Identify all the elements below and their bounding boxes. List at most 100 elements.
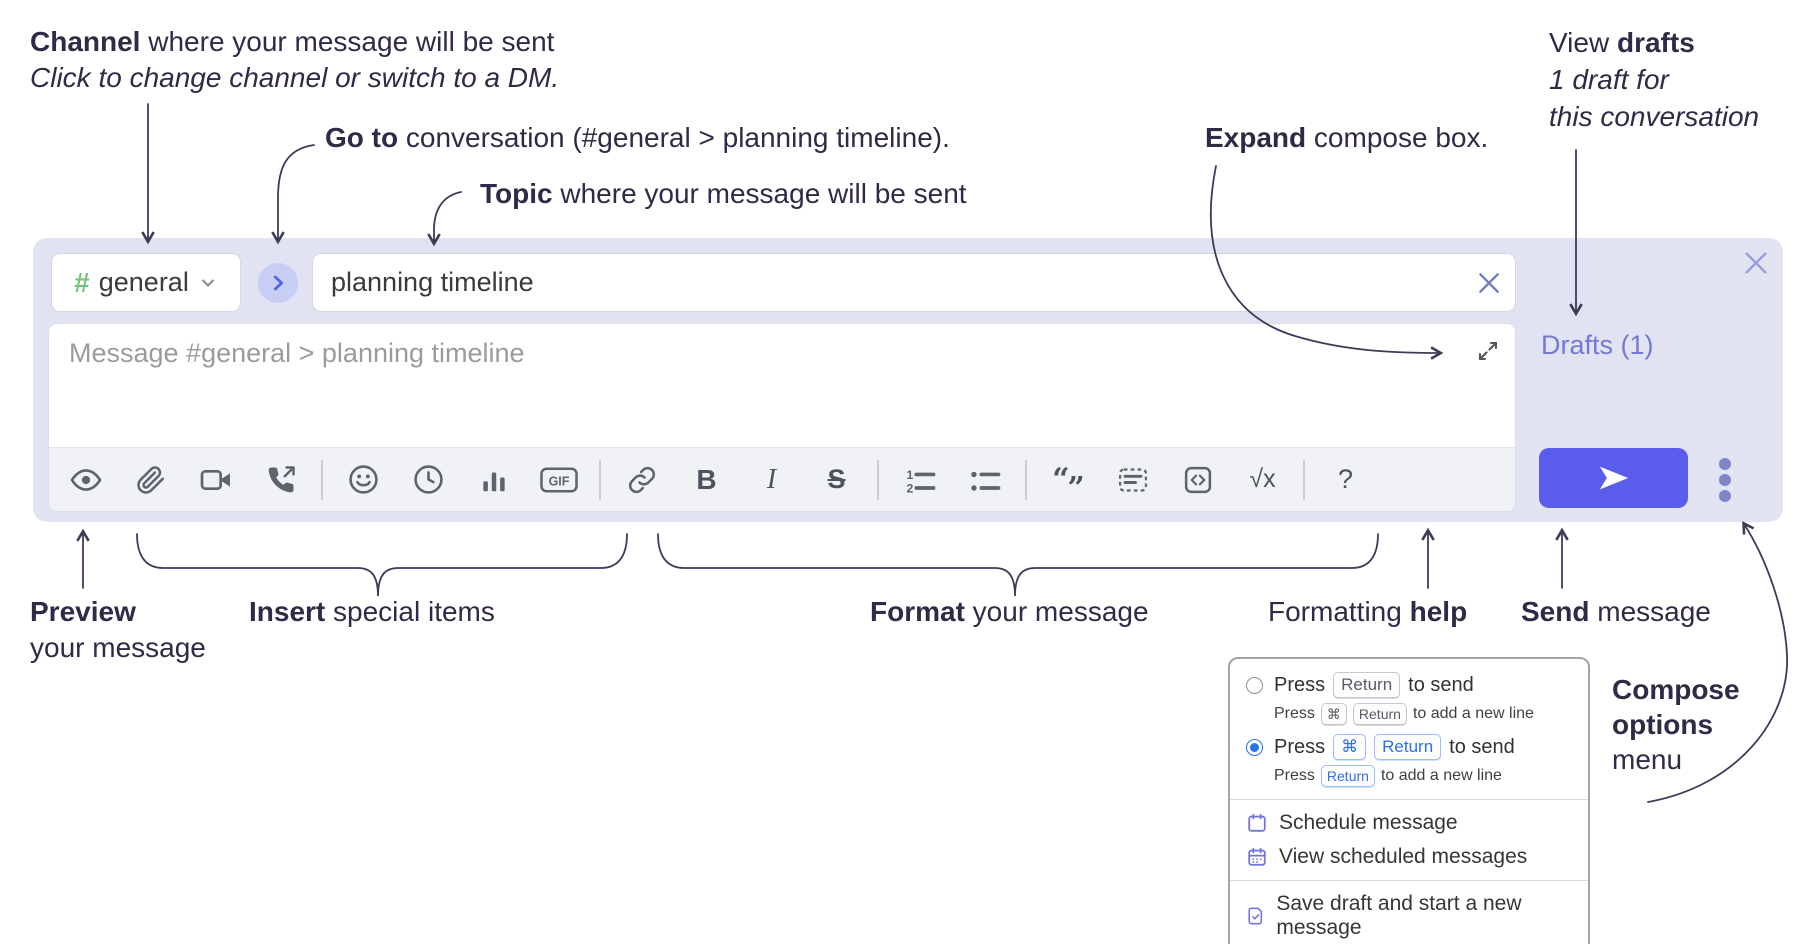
cmd-key: ⌘: [1320, 703, 1347, 725]
popup-divider: [1230, 880, 1588, 881]
annotation-goto: Go to conversation (#general > planning …: [325, 122, 950, 153]
math-icon: √x: [1249, 465, 1276, 493]
expand-compose-button[interactable]: [1475, 338, 1501, 364]
toolbar-divider: [321, 459, 323, 500]
menu-item-schedule-message[interactable]: Schedule message: [1230, 806, 1588, 840]
preview-button[interactable]: [53, 452, 118, 508]
svg-text:GIF: GIF: [548, 474, 569, 488]
annotation-insert: Insert special items: [249, 596, 495, 627]
smiley-icon: [349, 465, 378, 494]
toolbar-divider: [599, 459, 601, 500]
return-key: Return: [1352, 703, 1407, 725]
compose-options-button[interactable]: [1710, 456, 1740, 504]
send-button[interactable]: [1539, 448, 1688, 508]
message-input[interactable]: [49, 324, 1515, 448]
popup-divider: [1230, 799, 1588, 800]
radio-dot: [1250, 742, 1259, 752]
quote-icon: “”: [1052, 462, 1085, 506]
numbered-list-icon: 1 2: [906, 467, 935, 495]
channel-hash-icon: #: [74, 266, 90, 298]
brace-insert: [136, 533, 628, 597]
send-shortcut-option-2[interactable]: Press ⌘ Return to send: [1230, 731, 1588, 763]
bold-button[interactable]: B: [674, 452, 739, 508]
italic-icon: I: [766, 463, 777, 495]
channel-name: general: [98, 267, 189, 297]
paperclip-icon: [136, 465, 164, 494]
spoiler-button[interactable]: [1100, 452, 1165, 508]
send-shortcut-option-1-hint: Press ⌘ Return to add a new line: [1230, 701, 1588, 731]
code-button[interactable]: [1165, 452, 1230, 508]
drafts-link[interactable]: Drafts (1): [1541, 330, 1654, 360]
expand-icon: [1478, 341, 1498, 361]
close-icon: [1479, 273, 1499, 293]
cmd-key: ⌘: [1333, 734, 1367, 760]
svg-text:2: 2: [906, 481, 913, 495]
bar-chart-icon: [482, 472, 505, 491]
attach-file-button[interactable]: [118, 452, 183, 508]
voice-call-button[interactable]: [248, 452, 313, 508]
line-goto: [271, 144, 315, 245]
go-to-conversation-button[interactable]: [258, 263, 298, 303]
topic-input[interactable]: [312, 253, 1516, 312]
bold-icon: B: [696, 463, 717, 495]
poll-button[interactable]: [461, 452, 526, 508]
video-call-button[interactable]: [183, 452, 248, 508]
toolbar-divider: [1025, 459, 1027, 500]
draft-check-icon: [1248, 907, 1263, 925]
math-button[interactable]: √x: [1230, 452, 1295, 508]
eye-icon: [69, 468, 102, 491]
bulleted-list-button[interactable]: [952, 452, 1017, 508]
spoiler-icon: [1118, 467, 1147, 492]
menu-item-save-draft-new-message[interactable]: Save draft and start a new message: [1230, 887, 1588, 944]
channel-selector[interactable]: # general: [51, 253, 241, 312]
topic-field-wrap: [312, 253, 1516, 312]
annotation-view-drafts: View drafts 1 draft for this conversatio…: [1549, 27, 1760, 132]
calendar-icon: [1248, 813, 1266, 832]
send-icon: [1599, 466, 1628, 490]
compose-box: # general: [33, 238, 1783, 522]
clear-topic-button[interactable]: [1474, 268, 1504, 298]
return-key: Return: [1333, 672, 1401, 698]
ellipsis-icon: [1719, 458, 1731, 470]
return-key: Return: [1320, 765, 1375, 787]
radio-unselected[interactable]: [1246, 676, 1263, 694]
annotation-channel-line2: Click to change channel or switch to a D…: [30, 62, 560, 93]
close-compose-button[interactable]: [1739, 246, 1773, 280]
link-button[interactable]: [609, 452, 674, 508]
return-key: Return: [1374, 734, 1442, 760]
link-icon: [628, 466, 655, 493]
toolbar-divider: [1303, 459, 1305, 500]
line-topic: [427, 191, 462, 247]
video-camera-icon: [200, 469, 230, 490]
annotation-channel: Channel where your message will be sent …: [30, 24, 559, 96]
chevron-right-icon: [273, 275, 284, 291]
send-shortcut-option-1[interactable]: Press Return to send: [1230, 669, 1588, 701]
question-mark-icon: ?: [1337, 464, 1354, 494]
close-icon: [1745, 252, 1767, 274]
annotation-expand: Expand compose box.: [1205, 122, 1489, 153]
global-time-button[interactable]: [396, 452, 461, 508]
strikethrough-icon: S: [827, 464, 846, 494]
numbered-list-button[interactable]: 1 2: [887, 452, 952, 508]
brace-format: [657, 533, 1379, 597]
menu-item-view-scheduled-messages[interactable]: View scheduled messages: [1230, 840, 1588, 874]
strikethrough-button[interactable]: S: [804, 452, 869, 508]
calendar-dates-icon: [1248, 847, 1266, 866]
phone-outgoing-icon: [268, 465, 295, 492]
annotation-help: Formatting help: [1268, 596, 1468, 627]
annotation-preview: Preview your message: [30, 596, 206, 663]
annotation-compose-options: Compose options menu: [1612, 674, 1740, 775]
italic-button[interactable]: I: [739, 452, 804, 508]
emoji-button[interactable]: [331, 452, 396, 508]
svg-text:1: 1: [906, 467, 913, 481]
gif-button[interactable]: GIF: [526, 452, 591, 508]
formatting-help-button[interactable]: ?: [1313, 452, 1378, 508]
annotation-channel-bold: Channel: [30, 26, 141, 57]
radio-selected[interactable]: [1246, 738, 1263, 756]
quote-button[interactable]: “”: [1035, 452, 1100, 508]
send-shortcut-option-2-hint: Press Return to add a new line: [1230, 763, 1588, 793]
chevron-down-icon: [201, 279, 214, 286]
code-icon: [1184, 466, 1211, 493]
bulleted-list-icon: [970, 471, 1000, 491]
